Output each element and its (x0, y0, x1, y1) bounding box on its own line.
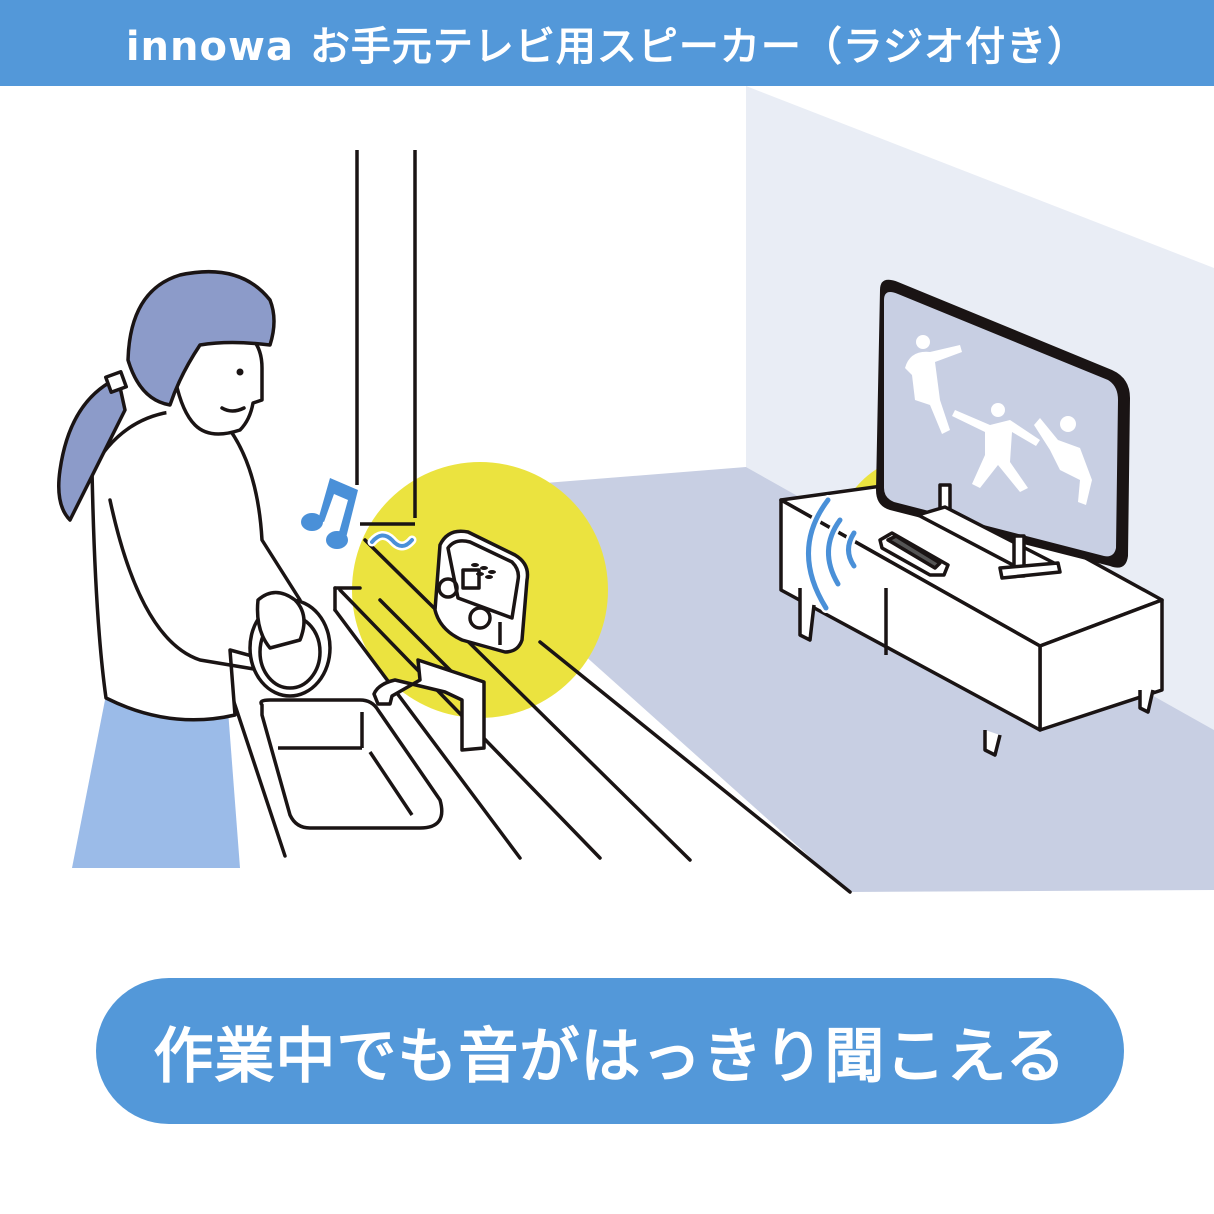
handheld-speaker-radio (433, 529, 530, 654)
tv-screen-figures-icon (905, 335, 1092, 505)
faucet (372, 658, 486, 752)
header-banner: innowa お手元テレビ用スピーカー（ラジオ付き） (0, 0, 1214, 86)
tv-transmitter (878, 531, 950, 577)
woman-washing-dishes (57, 269, 332, 868)
wireless-signal-icon (803, 495, 859, 613)
header-title: innowa お手元テレビ用スピーカー（ラジオ付き） (126, 14, 1088, 72)
caption-text: 作業中でも音がはっきり聞こえる (153, 1021, 1067, 1092)
kitchen-sink (259, 698, 444, 830)
illustration (0, 86, 1214, 966)
floor (545, 467, 1214, 892)
brand-name: innowa (125, 24, 294, 70)
product-title: お手元テレビ用スピーカー（ラジオ付き） (309, 24, 1089, 70)
caption-banner: 作業中でも音がはっきり聞こえる (96, 978, 1124, 1124)
tv (876, 279, 1130, 580)
music-note-icon (301, 478, 358, 549)
sound-wave-stroke (370, 533, 414, 548)
window-frame-lines (355, 150, 417, 526)
